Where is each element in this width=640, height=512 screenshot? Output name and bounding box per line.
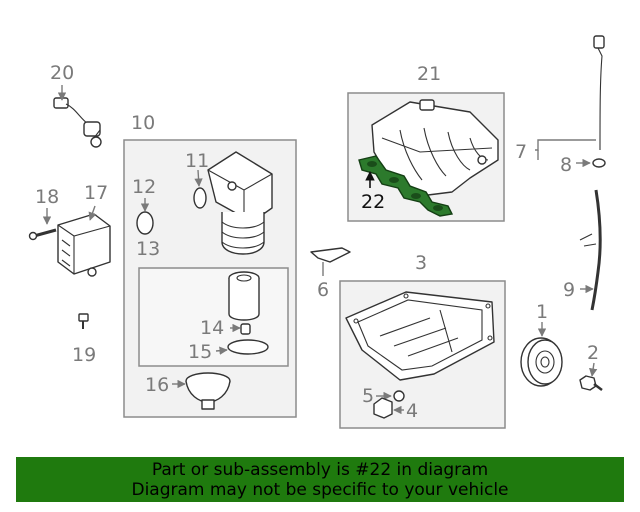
dipstick-o-ring-part[interactable] xyxy=(592,158,606,168)
callout-17: 17 xyxy=(84,182,108,204)
highlight-banner: Part or sub-assembly is #22 in diagram D… xyxy=(16,457,624,502)
o-ring-part[interactable] xyxy=(136,211,154,235)
callout-12: 12 xyxy=(132,176,156,198)
callout-16: 16 xyxy=(145,374,169,396)
callout-5: 5 xyxy=(362,385,374,407)
banner-line-1: Part or sub-assembly is #22 in diagram xyxy=(151,460,489,480)
callout-18: 18 xyxy=(35,186,59,208)
callout-21: 21 xyxy=(417,63,441,85)
cooler-bolt-part[interactable] xyxy=(28,228,57,241)
callout-8: 8 xyxy=(560,154,572,176)
pulley-bolt-part[interactable] xyxy=(579,375,603,391)
callout-11: 11 xyxy=(185,150,209,172)
callout-4: 4 xyxy=(406,400,418,422)
callout-7: 7 xyxy=(515,141,527,163)
dipstick-tube-part[interactable] xyxy=(579,189,602,311)
oil-drain-plug-part[interactable] xyxy=(373,397,393,419)
dipstick-part[interactable] xyxy=(593,35,605,151)
callout-9: 9 xyxy=(563,279,575,301)
filter-cap-part[interactable] xyxy=(185,372,231,410)
small-bolt-part[interactable] xyxy=(78,313,89,329)
callout-10: 10 xyxy=(131,112,155,134)
intake-manifold-gasket-part[interactable] xyxy=(358,155,454,217)
banner-line-2: Diagram may not be specific to your vehi… xyxy=(131,480,509,500)
filter-gasket-part[interactable] xyxy=(227,339,269,355)
crankshaft-pulley-part[interactable] xyxy=(520,337,563,387)
callout-1: 1 xyxy=(536,301,548,323)
sensor-part[interactable] xyxy=(53,97,102,148)
drain-plug-part[interactable] xyxy=(240,323,251,335)
callout-19: 19 xyxy=(72,344,96,366)
callout-20: 20 xyxy=(50,62,74,84)
drain-washer-part[interactable] xyxy=(393,390,405,402)
callout-3: 3 xyxy=(415,252,427,274)
callout-14: 14 xyxy=(200,317,224,339)
callout-13: 13 xyxy=(136,238,160,260)
oil-cooler-part[interactable] xyxy=(57,213,111,277)
baffle-plate-part[interactable] xyxy=(310,247,351,263)
callout-22: 22 xyxy=(361,191,385,213)
callout-2: 2 xyxy=(587,342,599,364)
filter-housing-part[interactable] xyxy=(207,151,273,255)
intake-manifold-part[interactable] xyxy=(371,99,499,197)
oil-pan-part[interactable] xyxy=(345,291,495,381)
callout-15: 15 xyxy=(188,341,212,363)
callout-6: 6 xyxy=(317,279,329,301)
seal-part[interactable] xyxy=(193,187,207,209)
filter-element-part[interactable] xyxy=(228,271,260,321)
